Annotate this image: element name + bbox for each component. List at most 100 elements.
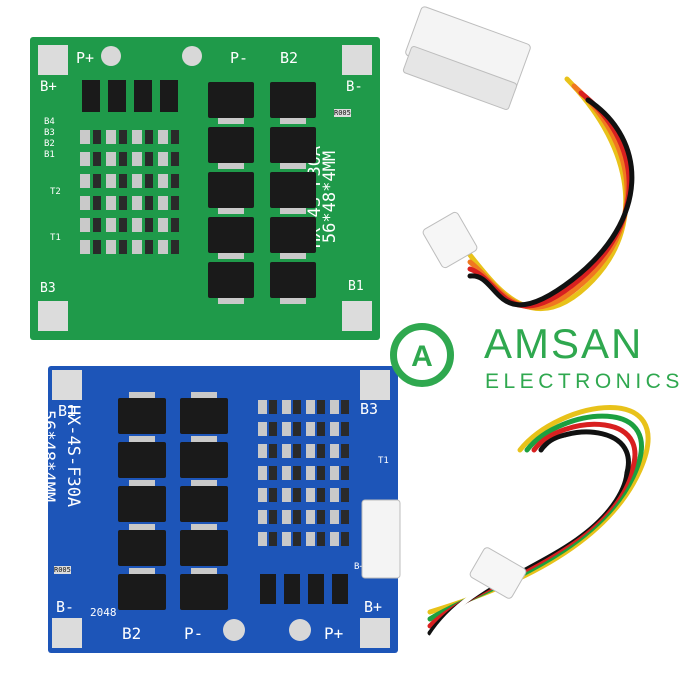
smd-part [341, 532, 349, 546]
smd-part [158, 152, 168, 166]
brand-logo: A AMSAN ELECTRONICS [386, 318, 686, 398]
smd-part [119, 218, 127, 232]
smd-part [106, 174, 116, 188]
ic-chip [284, 574, 300, 604]
label-p-plus: P+ [76, 49, 95, 67]
smd-part [171, 152, 179, 166]
smd-part [282, 444, 291, 458]
label-p-minus: P- [184, 624, 204, 643]
smd-part [145, 130, 153, 144]
mosfet-chip [270, 127, 316, 163]
blue-board-components [118, 392, 349, 641]
smd-part [330, 510, 339, 524]
mosfet-chip [118, 486, 166, 522]
mosfet-chip [208, 262, 254, 298]
smd-part [93, 130, 101, 144]
label-resistor: R005 [334, 109, 351, 117]
mosfet-chip [180, 398, 228, 434]
mosfet-tab [129, 436, 155, 442]
label-b-plus: B+ [40, 79, 57, 95]
smd-part [330, 488, 339, 502]
label-p-minus: P- [230, 49, 249, 67]
label-date-code: 2048 [90, 606, 117, 619]
wire-harness-bottom [427, 405, 651, 643]
mosfet-tab [218, 163, 244, 169]
label-b-minus: B- [56, 598, 75, 616]
mosfet-chip [180, 530, 228, 566]
mosfet-chip [180, 442, 228, 478]
mosfet-chip [270, 82, 316, 118]
mosfet-chip [180, 574, 228, 610]
mosfet-tab [280, 163, 306, 169]
label-b1: B1 [58, 402, 77, 420]
pad [52, 618, 82, 648]
smd-part [341, 400, 349, 414]
smd-part [158, 240, 168, 254]
mosfet-tab [218, 118, 244, 124]
smd-part [80, 130, 90, 144]
smd-part [330, 532, 339, 546]
smd-part [106, 130, 116, 144]
smd-part [282, 488, 291, 502]
label-resistor: R005 [54, 566, 71, 574]
ic-chip [260, 574, 276, 604]
smd-part [317, 466, 325, 480]
smd-part [269, 400, 277, 414]
label-b3: B3 [40, 281, 56, 296]
smd-part [132, 218, 142, 232]
smd-part [269, 422, 277, 436]
smd-part [145, 240, 153, 254]
smd-part [282, 466, 291, 480]
smd-part [269, 532, 277, 546]
smd-part [119, 174, 127, 188]
smd-part [317, 532, 325, 546]
top-connector-housing [402, 6, 531, 110]
smd-part [132, 174, 142, 188]
smd-part [80, 174, 90, 188]
wire-plug-bottom [469, 547, 527, 599]
smd-part [269, 466, 277, 480]
smd-part [171, 218, 179, 232]
smd-part [306, 510, 315, 524]
mosfet-tab [129, 480, 155, 486]
smd-part [293, 532, 301, 546]
smd-part [293, 400, 301, 414]
smd-part [341, 488, 349, 502]
mosfet-tab [191, 480, 217, 486]
mount-hole [223, 619, 245, 641]
mosfet-chip [118, 442, 166, 478]
pad [342, 45, 372, 75]
mosfet-chip [208, 172, 254, 208]
smd-part [317, 422, 325, 436]
smd-part [341, 422, 349, 436]
smd-part [330, 444, 339, 458]
smd-part [171, 130, 179, 144]
ic-chip [160, 80, 178, 112]
smd-part [132, 130, 142, 144]
mosfet-tab [218, 253, 244, 259]
label-t1: T1 [378, 456, 389, 466]
smd-part [293, 510, 301, 524]
smd-part [132, 196, 142, 210]
mount-hole [182, 46, 202, 66]
mosfet-tab [218, 298, 244, 304]
smd-part [306, 400, 315, 414]
mosfet-tab [280, 253, 306, 259]
smd-part [106, 218, 116, 232]
brand-subtitle: ELECTRONICS [485, 370, 684, 393]
brand-mark-icon: A [390, 323, 454, 387]
smd-part [306, 532, 315, 546]
mosfet-tab [280, 208, 306, 214]
smd-part [158, 174, 168, 188]
label-b-plus-connector: B+ [354, 562, 365, 572]
smd-part [93, 152, 101, 166]
smd-part [132, 240, 142, 254]
mosfet-tab [218, 208, 244, 214]
smd-part [132, 152, 142, 166]
mosfet-chip [118, 530, 166, 566]
smd-part [145, 196, 153, 210]
brand-mark-letter: A [411, 340, 433, 373]
smd-part [119, 240, 127, 254]
smd-part [317, 510, 325, 524]
